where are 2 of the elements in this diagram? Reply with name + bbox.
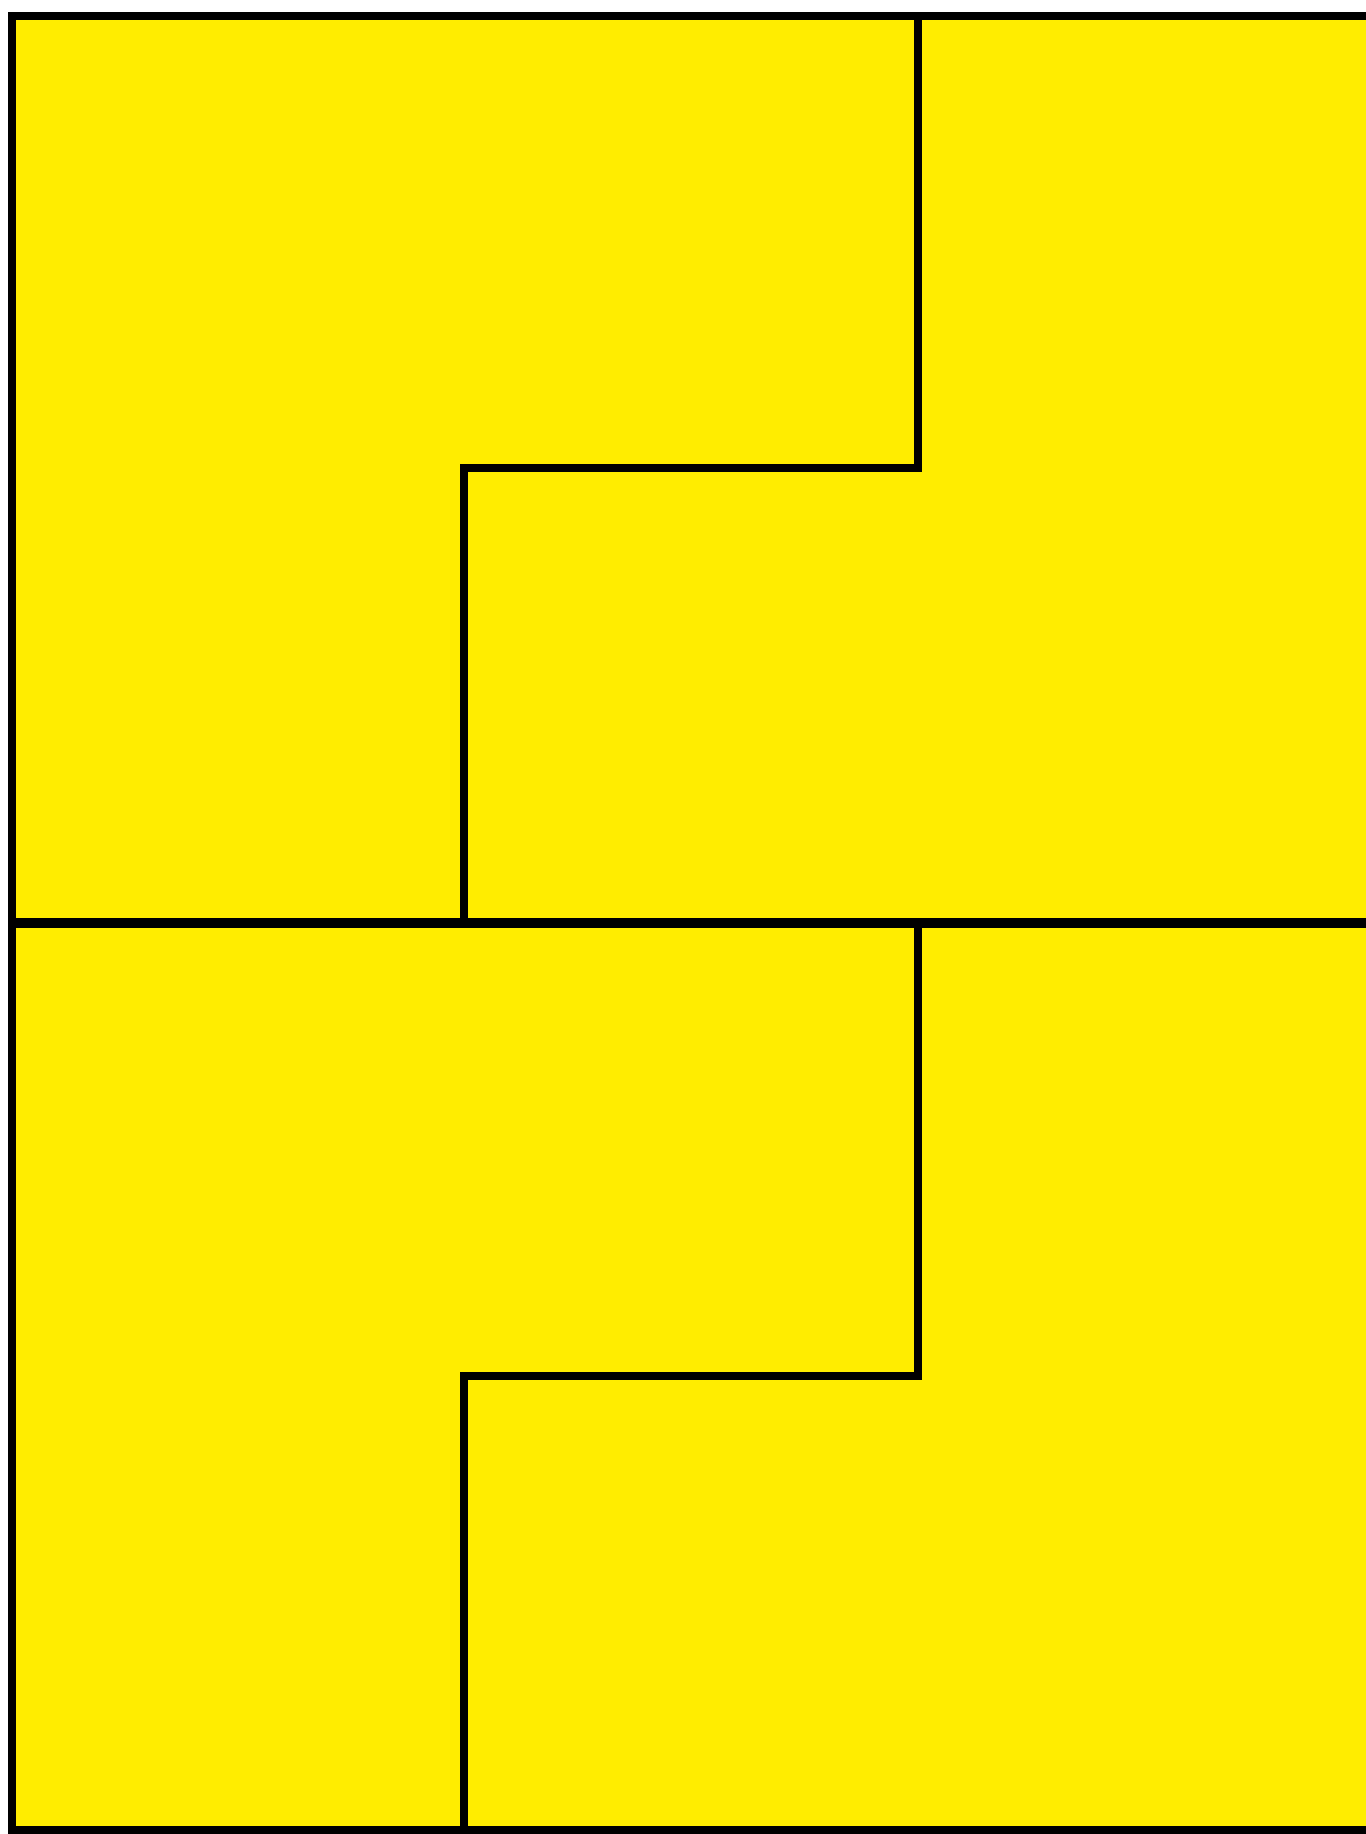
- puzzle-piece: [460, 12, 1366, 926]
- puzzle-piece: [460, 920, 1366, 1834]
